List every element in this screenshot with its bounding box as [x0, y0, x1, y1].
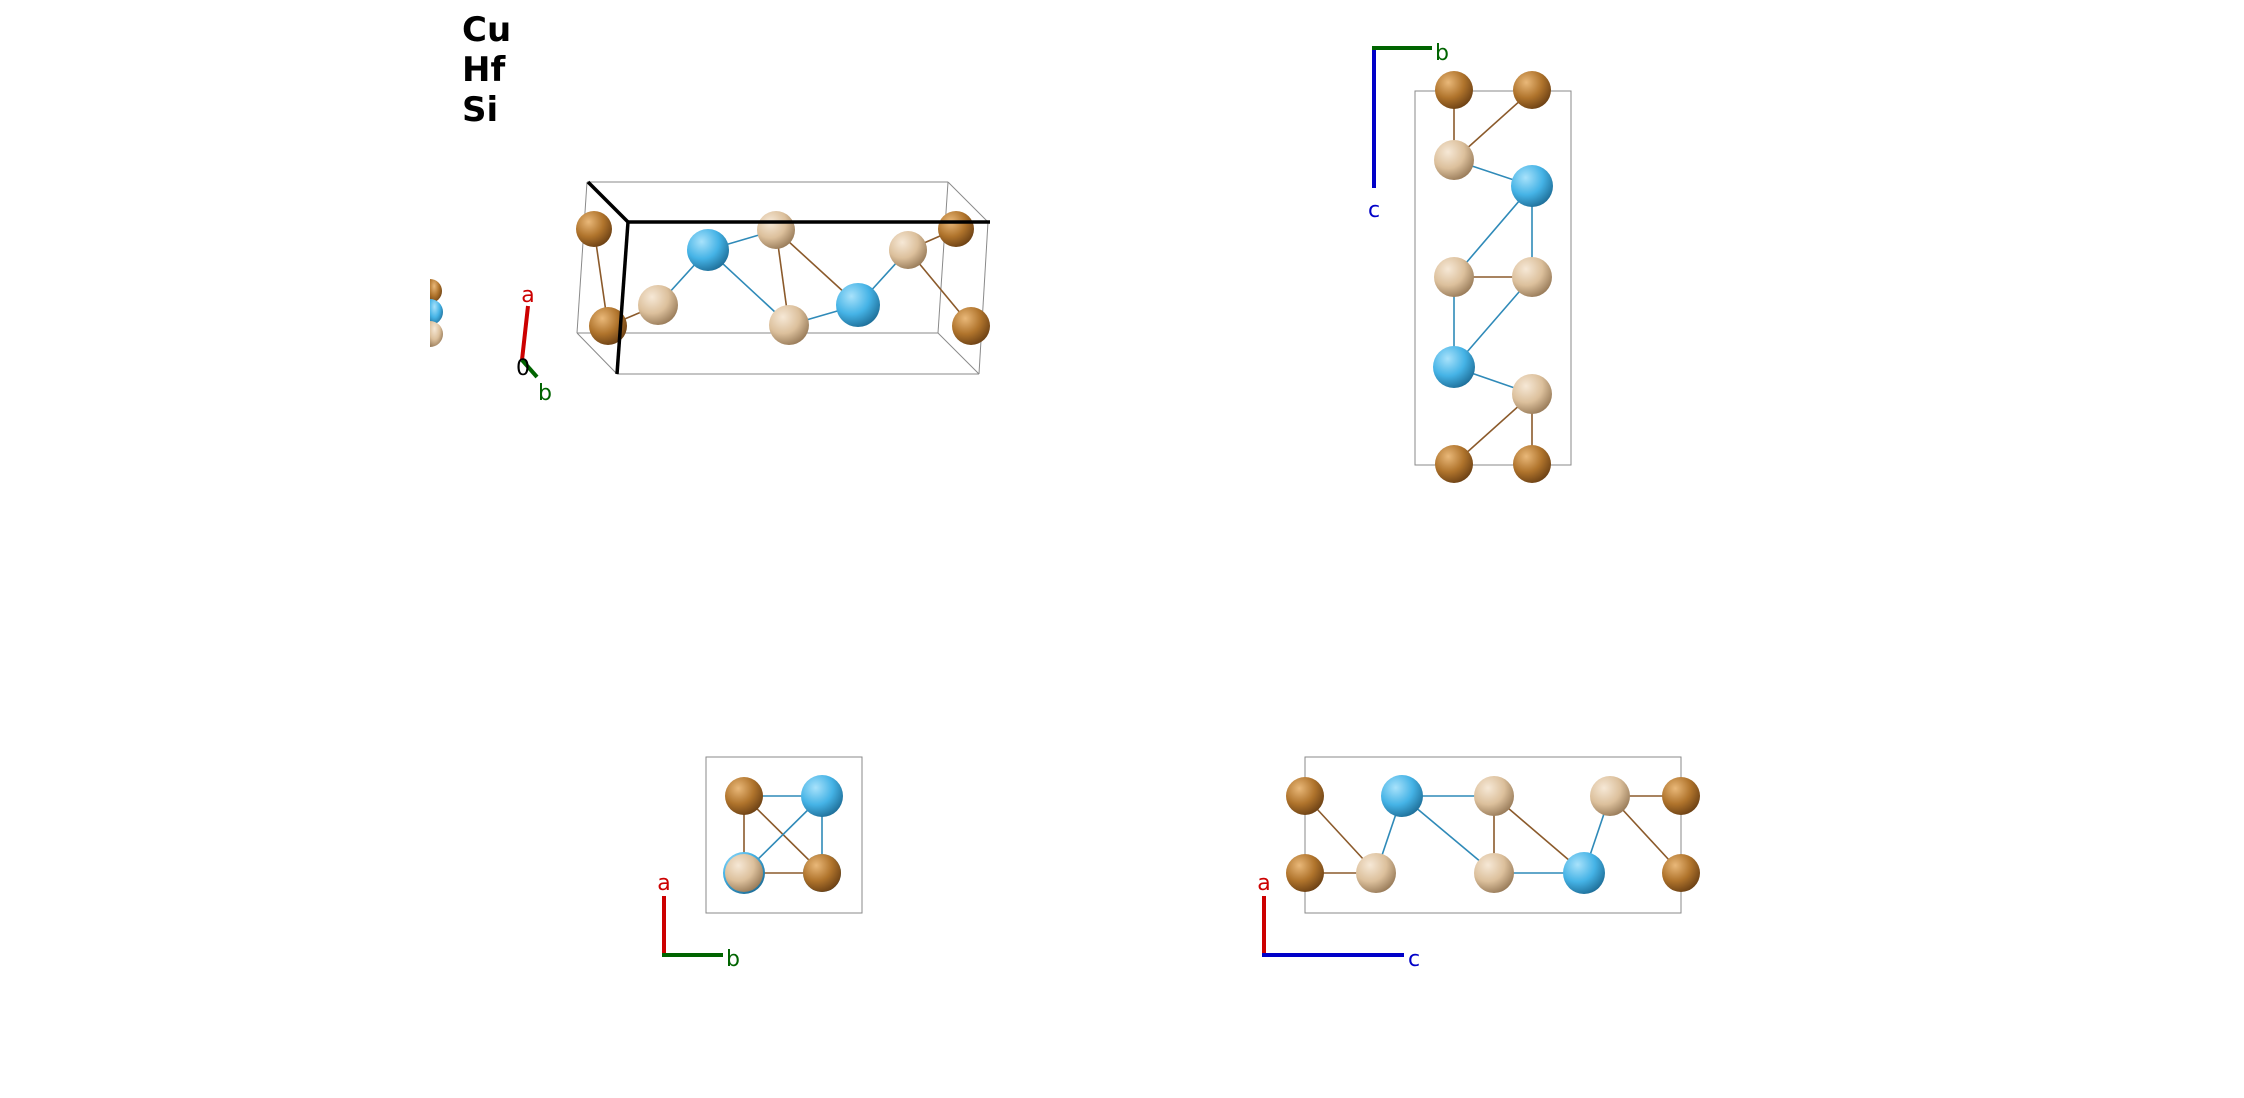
si-atom [725, 854, 763, 892]
cu-atom [803, 854, 841, 892]
cu-atom [1662, 777, 1700, 815]
si-atom [1512, 374, 1552, 414]
cu-atom [589, 307, 627, 345]
hf-atom [801, 775, 843, 817]
edge-atoms [430, 279, 443, 347]
hf-atom [1433, 346, 1475, 388]
axis-c-label: c [1408, 947, 1420, 972]
view-c-axes: a b [657, 871, 740, 972]
hf-atom [1511, 165, 1553, 207]
axis-b-label: b [1435, 41, 1449, 66]
hf-atom [1563, 852, 1605, 894]
view-c-atoms [723, 775, 843, 894]
cu-atom [725, 777, 763, 815]
axis-c-label: c [1368, 198, 1380, 223]
cell-outline [1414, 90, 1572, 466]
si-atom [1590, 776, 1630, 816]
si-atom [1356, 853, 1396, 893]
cu-atom [1435, 445, 1473, 483]
view-along-b: a c [1257, 756, 1700, 972]
perspective-front-edges [586, 180, 990, 375]
cu-atom [1286, 854, 1324, 892]
cu-atom [1286, 777, 1324, 815]
view-a-atoms [1433, 71, 1553, 483]
cell-outline [1304, 756, 1682, 914]
axis-b-line [520, 358, 539, 379]
view-b-axes: a c [1257, 871, 1420, 972]
axis-b-label: b [538, 381, 552, 406]
view-along-a: b c [1368, 41, 1572, 483]
perspective-axes: a 0 b [516, 283, 552, 406]
si-atom [1474, 776, 1514, 816]
si-atom [638, 285, 678, 325]
perspective-view: a 0 b [430, 180, 990, 406]
cu-atom [1662, 854, 1700, 892]
axis-a-label: a [521, 283, 534, 308]
view-along-c: a b [657, 756, 863, 972]
si-atom [1474, 853, 1514, 893]
cu-atom [1513, 445, 1551, 483]
legend-hf: Hf [462, 50, 506, 90]
cu-atom [576, 211, 612, 247]
hf-atom [836, 283, 880, 327]
perspective-unit-cell [576, 181, 989, 375]
si-atom [889, 231, 927, 269]
axis-a-line [520, 305, 530, 361]
si-atom [1434, 257, 1474, 297]
perspective-atoms [576, 211, 990, 345]
cu-atom [1513, 71, 1551, 109]
si-atom [757, 211, 795, 249]
cu-atom [938, 211, 974, 247]
element-legend: Cu Hf Si [462, 10, 511, 130]
view-b-atoms [1286, 775, 1700, 894]
axis-b-label: b [726, 947, 740, 972]
cu-atom [1435, 71, 1473, 109]
axis-a-label: a [657, 871, 670, 896]
si-atom [769, 305, 809, 345]
si-atom [1512, 257, 1552, 297]
hf-atom [687, 229, 729, 271]
axis-a-label: a [1257, 871, 1270, 896]
hf-atom [1381, 775, 1423, 817]
si-atom [1434, 140, 1474, 180]
cell-outline [705, 756, 863, 914]
origin-label: 0 [516, 356, 530, 381]
cu-atom [952, 307, 990, 345]
legend-si: Si [462, 90, 499, 130]
legend-cu: Cu [462, 10, 512, 50]
view-a-axes: b c [1368, 41, 1449, 223]
